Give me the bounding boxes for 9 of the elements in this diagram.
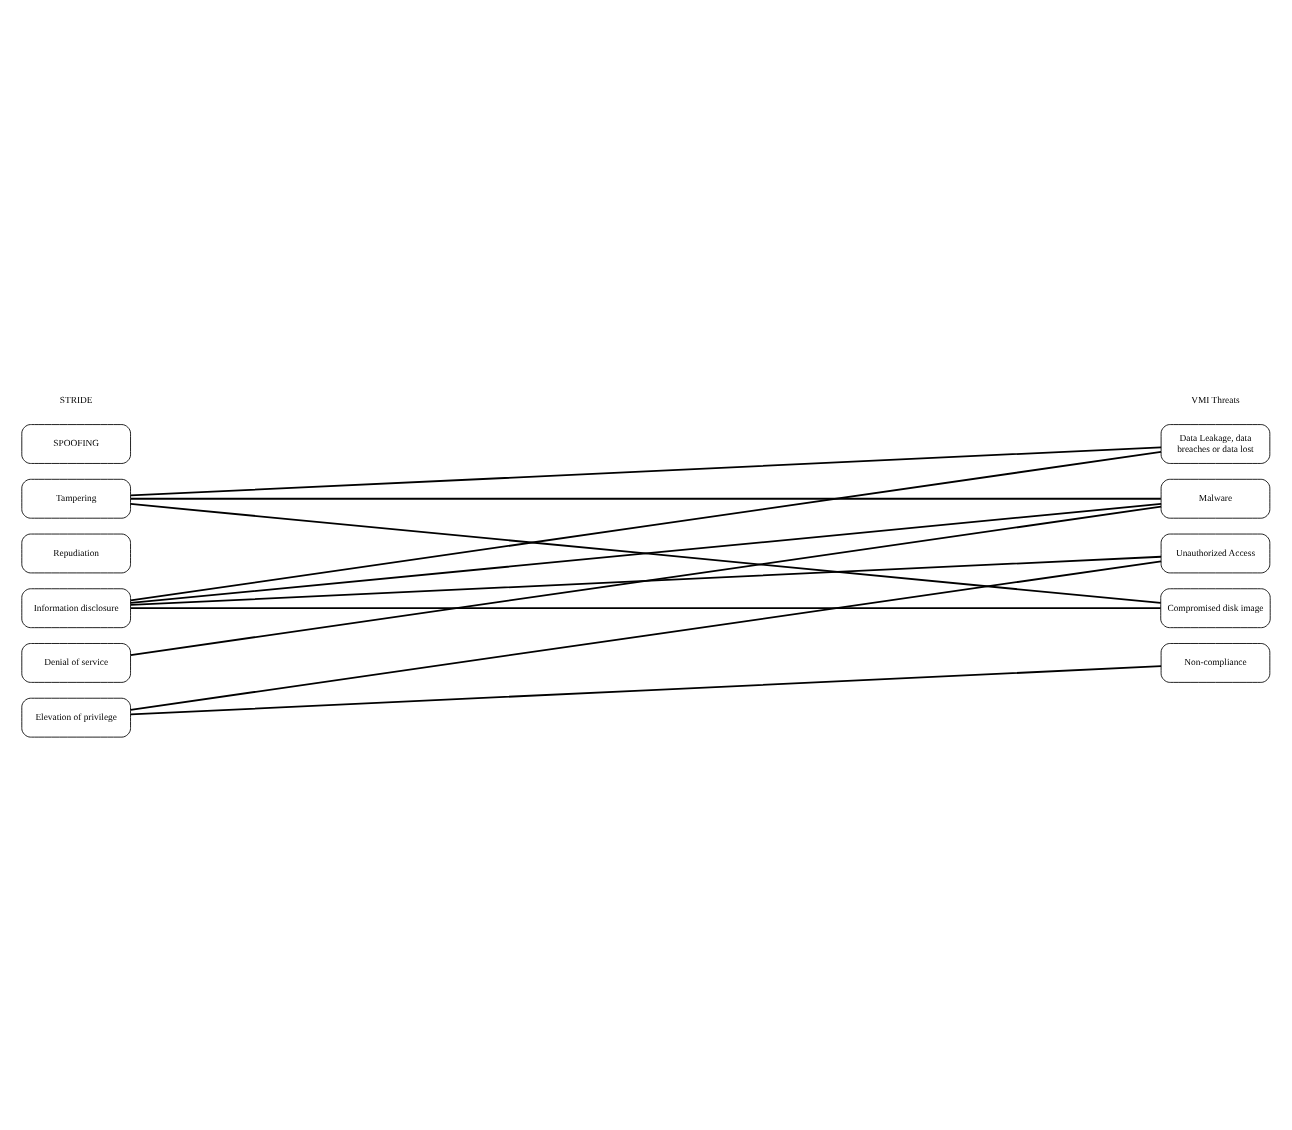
connector <box>129 503 1162 604</box>
connector <box>129 555 1162 606</box>
connector <box>129 665 1162 716</box>
connector <box>129 607 1162 610</box>
connector <box>129 497 1162 500</box>
connector <box>129 505 1162 656</box>
connector <box>129 560 1162 711</box>
connector <box>129 446 1162 497</box>
connector <box>129 450 1162 602</box>
